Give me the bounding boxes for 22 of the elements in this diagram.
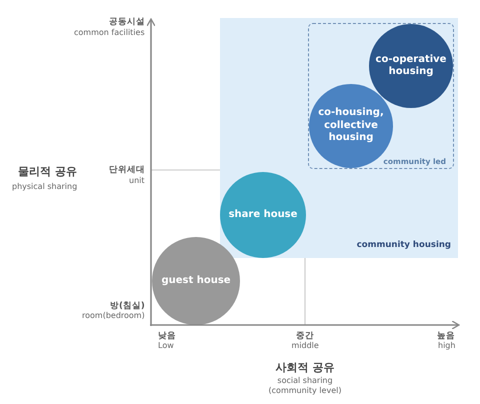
axis-tick-label: 공동시설 (109, 16, 145, 28)
axis-tick-label: middle (292, 341, 319, 350)
axis-tick-label: unit (129, 176, 144, 185)
axis-tick-label: 중간 (296, 330, 314, 342)
axis-tick-label: 높음 (437, 330, 455, 342)
axis-tick-label: room(bedroom) (82, 311, 145, 320)
bubble: share house (220, 172, 306, 258)
axis-tick-label: 방(침실) (110, 300, 145, 312)
axis-tick-label: common facilities (74, 28, 145, 37)
axis-tick-label: high (438, 341, 456, 350)
axis-title: 사회적 공유 (276, 360, 334, 375)
axis-title: 물리적 공유 (18, 164, 77, 179)
axis-tick-label: 단위세대 (109, 164, 145, 176)
axis-title: physical sharing (12, 182, 78, 191)
axis-tick-label: 낮음 (158, 330, 176, 342)
bubble: co-operative housing (369, 24, 453, 108)
axis-title: social sharing (community level) (268, 376, 342, 397)
bubble: guest house (152, 237, 240, 325)
shaded-area (220, 18, 458, 258)
area-label: community housing (356, 240, 451, 250)
axis-tick-label: Low (158, 341, 174, 350)
dashed-box (308, 23, 454, 169)
